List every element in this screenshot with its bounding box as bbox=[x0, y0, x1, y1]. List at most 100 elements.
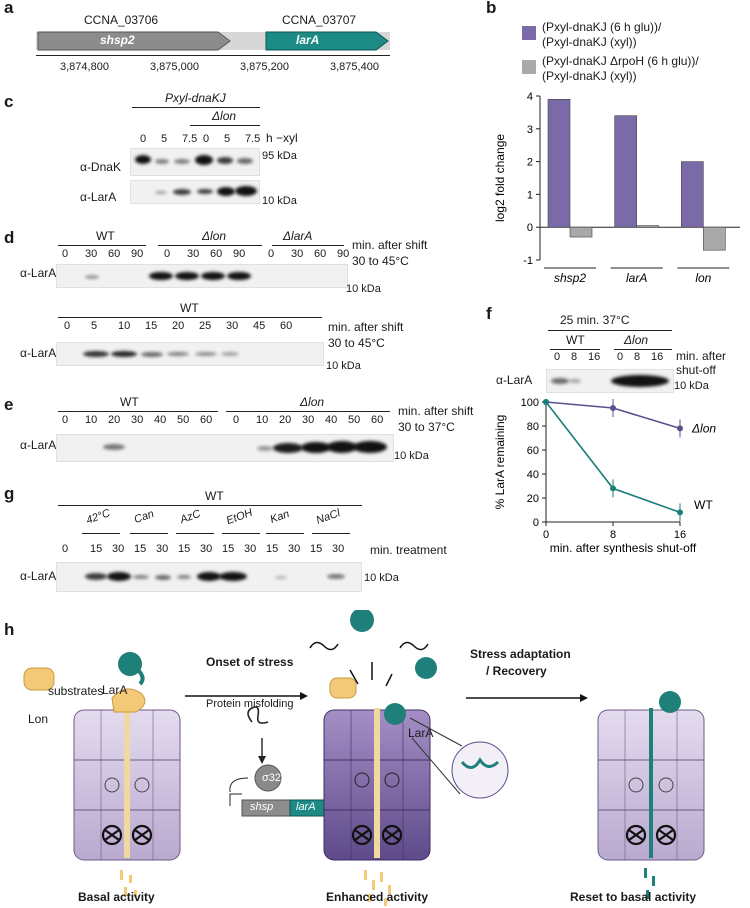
substrate-bound-icon bbox=[111, 688, 146, 713]
h-caption-reset: Reset to basal activity bbox=[570, 890, 697, 904]
y-tick-label: 100 bbox=[521, 397, 539, 409]
treatment-label: Kan bbox=[268, 508, 292, 526]
panel-label-b: b bbox=[486, 0, 497, 17]
f-cond1: min. after bbox=[676, 349, 727, 363]
f-cond2: shut-off bbox=[676, 363, 716, 377]
lane-label: 10 bbox=[85, 414, 98, 426]
treatment-label: NaCl bbox=[314, 507, 342, 527]
lon-protease-reset bbox=[597, 708, 705, 899]
d-group-dlara: ΔlarA bbox=[283, 229, 313, 243]
lane-label: 15 bbox=[145, 320, 158, 332]
x-tick-label: 0 bbox=[543, 529, 549, 541]
c-blot-lara bbox=[130, 180, 260, 204]
y-tick-label: 40 bbox=[527, 469, 539, 481]
d-blot-2 bbox=[56, 342, 324, 366]
lane-label: 30 bbox=[187, 248, 200, 260]
h-misfolding: Protein misfolding bbox=[206, 698, 294, 710]
legend-1-line1: (Pxyl-dnaKJ (6 h glu))/ bbox=[542, 20, 662, 34]
treatment-label: AzC bbox=[178, 507, 203, 527]
y-tick-label: 20 bbox=[527, 493, 539, 505]
d-line bbox=[158, 245, 262, 246]
d-line bbox=[58, 245, 146, 246]
model-diagram bbox=[23, 610, 705, 906]
lane-label: 15 bbox=[90, 543, 103, 555]
panel-label-h: h bbox=[4, 620, 15, 639]
lane-label: 0 bbox=[233, 414, 240, 426]
c-header-line bbox=[132, 107, 260, 108]
panel-label-e: e bbox=[4, 395, 14, 414]
d-group2: WT bbox=[180, 301, 199, 315]
lane-label: 5 bbox=[91, 320, 98, 332]
lane-label: 16 bbox=[651, 351, 664, 363]
lane-label: 15 bbox=[134, 543, 147, 555]
lane-label: 50 bbox=[348, 414, 361, 426]
panel-label-f: f bbox=[486, 304, 492, 323]
h-lara-gene: larA bbox=[296, 801, 316, 813]
f-group-dlon: Δlon bbox=[624, 333, 649, 347]
panel-label-g: g bbox=[4, 484, 15, 503]
lane-label: 10 bbox=[256, 414, 269, 426]
h-recovery2: / Recovery bbox=[486, 664, 547, 678]
e-group-dlon: Δlon bbox=[300, 395, 325, 409]
e-group-wt: WT bbox=[120, 395, 139, 409]
lane-label: 40 bbox=[154, 414, 167, 426]
peptidase-icon bbox=[101, 824, 153, 846]
treatment-label: 42°C bbox=[84, 507, 112, 527]
c-dlon-line bbox=[190, 125, 260, 126]
gene2-id: CCNA_03707 bbox=[282, 13, 357, 27]
coord-label: 3,875,200 bbox=[240, 61, 289, 73]
category-label: shsp2 bbox=[554, 271, 586, 285]
lane-label: 30 bbox=[226, 320, 239, 332]
gene2-name: larA bbox=[296, 33, 320, 47]
lane-label: 60 bbox=[210, 248, 223, 260]
panel-label-a: a bbox=[4, 0, 14, 17]
lane-label: 30 bbox=[302, 414, 315, 426]
g-line bbox=[58, 505, 362, 506]
y-tick-label: 1 bbox=[527, 189, 533, 201]
lane-label: 0 bbox=[140, 133, 147, 145]
h-shsp: shsp bbox=[250, 801, 274, 813]
d-cond1: min. after shift bbox=[352, 238, 428, 252]
bar bbox=[636, 225, 659, 228]
lane-label: 30 bbox=[156, 543, 169, 555]
lane-label: 45 bbox=[253, 320, 266, 332]
lane-label: 30 bbox=[288, 543, 301, 555]
lane-label: 20 bbox=[172, 320, 185, 332]
h-caption-enhanced: Enhanced activity bbox=[326, 890, 429, 904]
lane-label: 25 bbox=[199, 320, 212, 332]
d-blot-1 bbox=[56, 264, 348, 288]
bar bbox=[703, 226, 726, 251]
lane-label: 15 bbox=[178, 543, 191, 555]
lane-label: 30 bbox=[200, 543, 213, 555]
category-label: lon bbox=[695, 271, 711, 285]
e-blot bbox=[56, 434, 394, 462]
legend-1-line2: (Pxyl-dnaKJ (xyl)) bbox=[542, 35, 637, 49]
lane-label: 10 bbox=[118, 320, 131, 332]
lane-label: 0 bbox=[62, 248, 69, 260]
f-kda: 10 kDa bbox=[674, 380, 709, 392]
f-row: α-LarA bbox=[496, 373, 533, 387]
lane-label: 0 bbox=[62, 543, 69, 555]
coord-label: 3,874,800 bbox=[60, 61, 109, 73]
lane-label: 20 bbox=[279, 414, 292, 426]
panel-label-c: c bbox=[4, 92, 14, 111]
treatment-label: EtOH bbox=[224, 506, 255, 528]
bar bbox=[569, 226, 593, 238]
y-tick-label: 2 bbox=[527, 157, 533, 169]
lane-label: 60 bbox=[280, 320, 293, 332]
e-cond2: 30 to 37°C bbox=[398, 420, 455, 434]
h-substrates: substrates bbox=[48, 684, 104, 698]
g-group: WT bbox=[205, 489, 224, 503]
lane-label: 90 bbox=[233, 248, 246, 260]
f-line bbox=[614, 349, 672, 350]
lane-label: 60 bbox=[371, 414, 384, 426]
d-kda: 10 kDa bbox=[346, 283, 381, 295]
bar bbox=[614, 115, 637, 228]
lane-label: 0 bbox=[554, 351, 561, 363]
lane-label: 7.5 bbox=[245, 133, 261, 145]
d-cond2: 30 to 45°C bbox=[352, 254, 409, 268]
lane-label: 60 bbox=[200, 414, 213, 426]
f-line bbox=[550, 349, 600, 350]
treatment-underline bbox=[222, 533, 260, 534]
c-kda2: 10 kDa bbox=[262, 195, 297, 207]
